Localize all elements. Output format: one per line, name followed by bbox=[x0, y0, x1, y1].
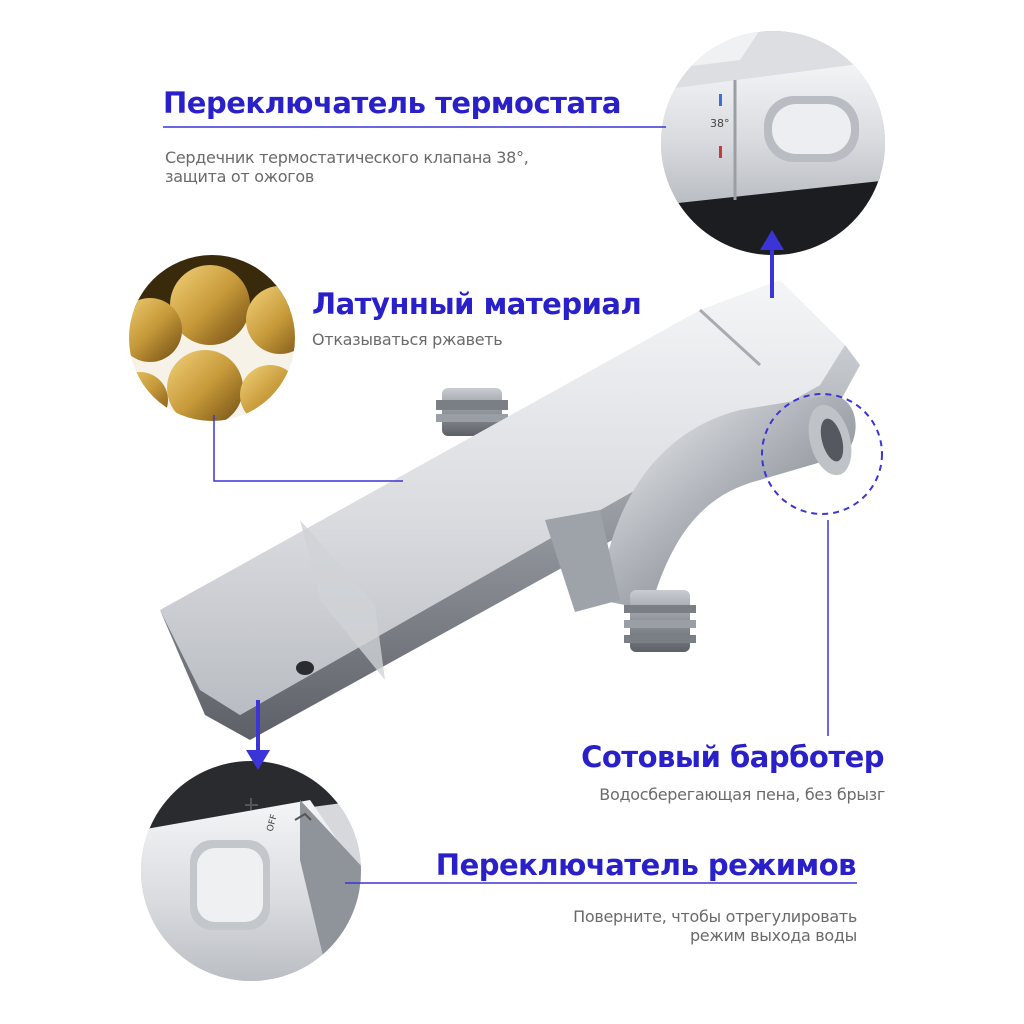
aerator-desc: Водосберегающая пена, без брызг bbox=[599, 785, 885, 804]
leader-lines bbox=[163, 126, 857, 884]
mode-desc: Поверните, чтобы отрегулировать режим вы… bbox=[573, 907, 857, 945]
arrow-up-icon bbox=[760, 230, 784, 298]
mode-desc-line2: режим выхода воды bbox=[689, 926, 857, 945]
thermostat-desc-line1: Сердечник термостатического клапана 38°, bbox=[165, 148, 529, 167]
arrow-down-icon bbox=[246, 700, 270, 770]
thermostat-zoom-image bbox=[661, 31, 885, 255]
brass-zoom-image bbox=[129, 255, 295, 421]
brass-title: Латунный материал bbox=[312, 287, 642, 321]
mode-title: Переключатель режимов bbox=[435, 848, 857, 882]
thermostat-dial-label: 38° bbox=[710, 117, 730, 130]
thermostat-desc: Сердечник термостатического клапана 38°,… bbox=[165, 148, 529, 186]
aerator-title: Сотовый барботер bbox=[581, 740, 884, 774]
mode-desc-line1: Поверните, чтобы отрегулировать bbox=[573, 907, 857, 926]
brass-desc: Отказываться ржаветь bbox=[312, 330, 503, 349]
aerator-highlight-ring bbox=[761, 393, 883, 515]
thermostat-desc-line2: защита от ожогов bbox=[165, 167, 315, 186]
mode-switch-zoom-image bbox=[141, 761, 361, 981]
thermostat-title: Переключатель термостата bbox=[163, 86, 621, 120]
faucet-body bbox=[160, 280, 860, 740]
